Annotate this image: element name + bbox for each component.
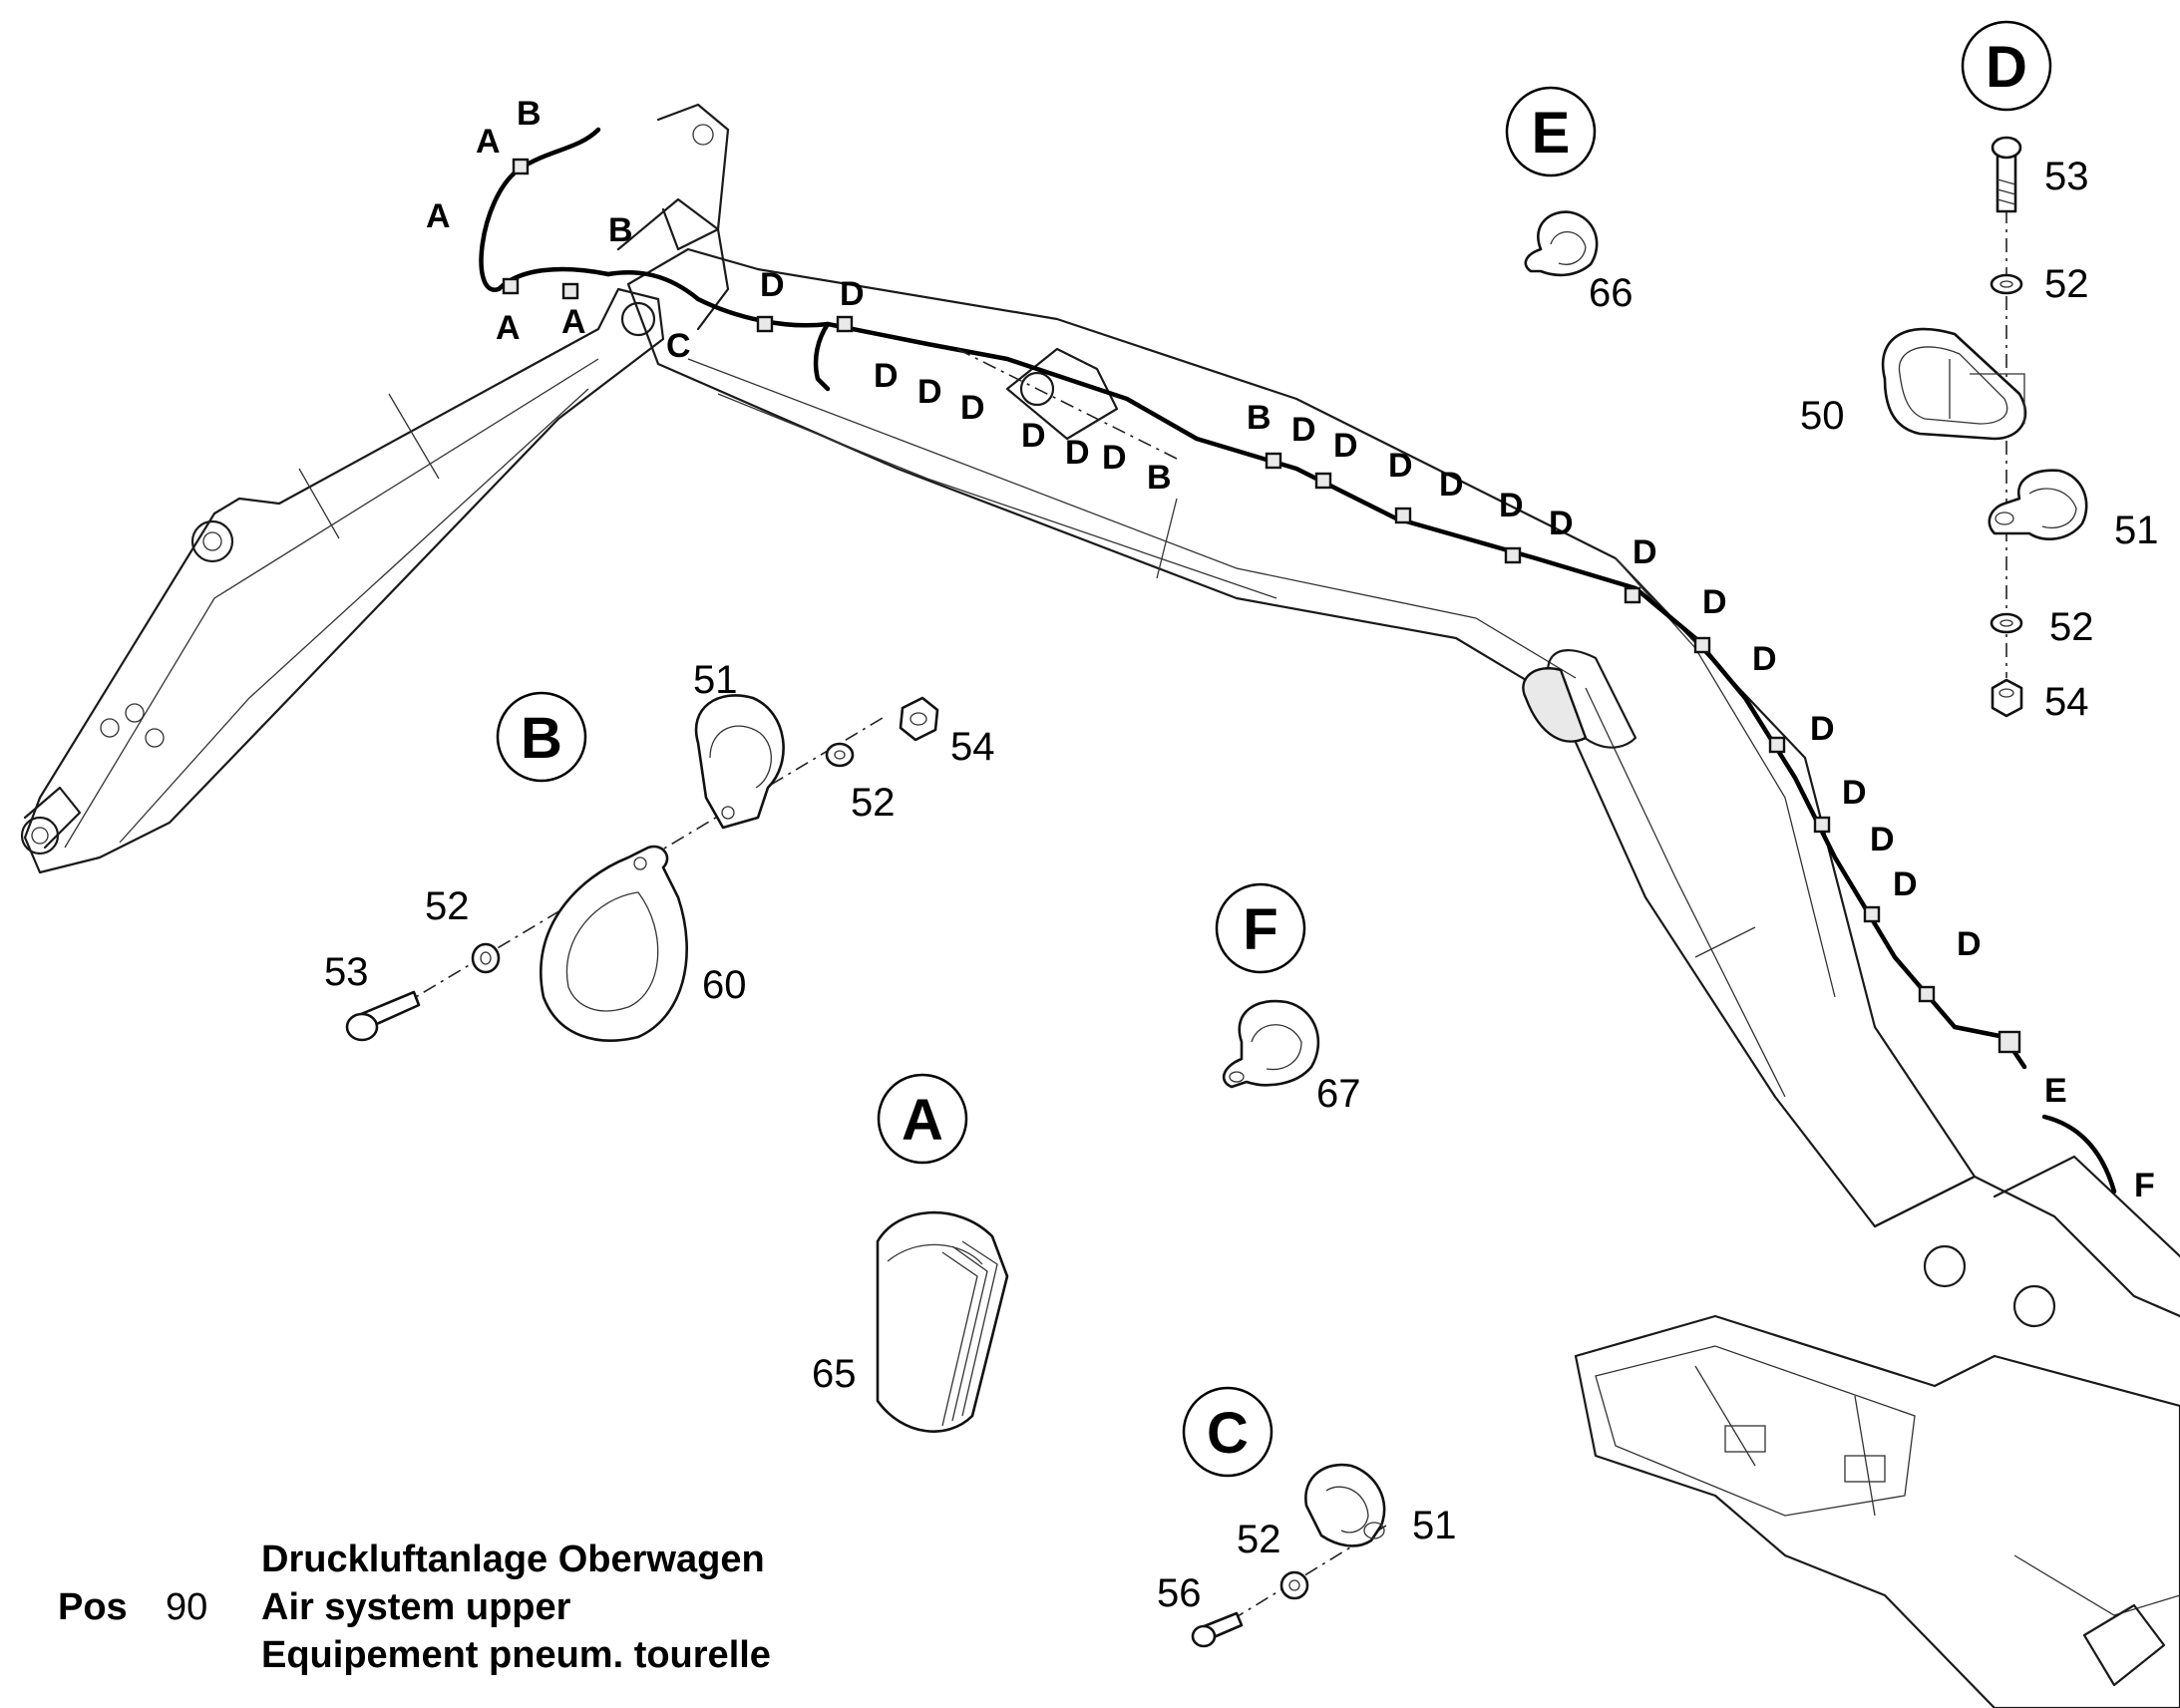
clamp-markers — [502, 158, 2021, 1054]
washer-52-icon — [1279, 1570, 1309, 1600]
tag-f: F — [2134, 1167, 2155, 1204]
clamp-51-icon — [694, 694, 785, 830]
tag-d: D — [1957, 925, 1982, 963]
tag-a: A — [496, 309, 521, 347]
tag-d: D — [1333, 427, 1358, 465]
tag-d: D — [1702, 583, 1727, 621]
upper-frame — [1574, 1155, 2180, 1708]
tag-b: B — [517, 95, 542, 133]
bolt-56-icon — [1191, 1611, 1244, 1648]
clamp-66-icon — [1524, 210, 1599, 277]
detail-d: D 53 52 50 51 — [1800, 20, 2159, 724]
tag-d: D — [874, 357, 899, 395]
detail-c: C 51 52 56 — [1157, 1386, 1457, 1648]
part-52-label: 52 — [2044, 262, 2089, 306]
tag-a: A — [561, 303, 586, 341]
nut-54-icon — [1991, 678, 2023, 718]
detail-e-label: E — [1532, 101, 1571, 166]
detail-d-label: D — [1986, 35, 2027, 100]
tag-e: E — [2044, 1072, 2067, 1110]
detail-c-label: C — [1207, 1401, 1249, 1466]
tag-d: D — [1633, 533, 1657, 571]
tag-b: B — [1147, 459, 1172, 497]
washer-52-icon — [825, 742, 855, 768]
tag-d: D — [1810, 710, 1835, 748]
clamp-60-icon — [540, 845, 688, 1042]
part-53-label: 53 — [324, 950, 369, 994]
grommet-50-icon — [1881, 327, 2027, 441]
strap-65-icon — [876, 1210, 1009, 1433]
part-52-label: 52 — [1237, 1518, 1281, 1561]
part-60-label: 60 — [702, 963, 747, 1007]
tag-c: C — [666, 327, 691, 365]
bolt-53-icon — [1991, 136, 2022, 213]
part-56-label: 56 — [1157, 1571, 1202, 1615]
clamp-67-icon — [1222, 999, 1320, 1089]
part-50-label: 50 — [1800, 394, 1845, 438]
part-51-label: 51 — [2114, 509, 2159, 552]
tag-d: D — [1842, 774, 1867, 812]
part-65-label: 65 — [812, 1352, 857, 1396]
title-french: Equipement pneum. tourelle — [261, 1634, 771, 1676]
pos-number: 90 — [166, 1586, 208, 1628]
arm-structure — [20, 287, 665, 874]
diagram-caption: Pos 90 Druckluftanlage Oberwagen Air sys… — [58, 1536, 771, 1679]
bolt-53-icon — [345, 990, 421, 1042]
part-51-label: 51 — [1412, 1504, 1457, 1547]
tag-b: B — [608, 211, 633, 249]
tag-d: D — [960, 389, 985, 427]
part-52-label: 52 — [2049, 605, 2094, 649]
tag-d: D — [1870, 821, 1895, 858]
nut-54-icon — [899, 696, 939, 742]
tag-d: D — [1893, 865, 1918, 903]
tag-d: D — [1752, 640, 1777, 678]
tag-d: D — [917, 373, 942, 411]
detail-b-label: B — [521, 706, 562, 771]
part-52-label: 52 — [851, 781, 896, 825]
tag-d: D — [1549, 505, 1574, 542]
tag-d: D — [840, 275, 865, 313]
tag-b: B — [1247, 399, 1272, 437]
washer-52-icon — [1990, 273, 2023, 295]
detail-f: F 67 — [1215, 882, 1361, 1116]
detail-b: B 5 — [324, 658, 995, 1042]
part-51-label: 51 — [693, 658, 738, 702]
tag-d: D — [1388, 447, 1413, 485]
tag-d: D — [760, 266, 785, 304]
part-53-label: 53 — [2044, 155, 2089, 198]
tag-d: D — [1102, 439, 1127, 477]
tag-d: D — [1065, 434, 1090, 472]
tag-a: A — [476, 123, 501, 161]
washer-52-icon — [471, 942, 501, 974]
part-54-label: 54 — [950, 725, 995, 769]
boom-tags: A A A A B B B B C D D D D D D D D D D D … — [426, 95, 2155, 1204]
tag-d: D — [1499, 487, 1524, 524]
part-67-label: 67 — [1316, 1072, 1361, 1116]
detail-f-label: F — [1243, 897, 1277, 962]
caption-titles: Druckluftanlage Oberwagen Air system upp… — [261, 1536, 771, 1679]
tag-a: A — [426, 197, 451, 235]
title-german: Druckluftanlage Oberwagen — [261, 1538, 765, 1580]
part-66-label: 66 — [1589, 271, 1634, 315]
tag-d: D — [1439, 466, 1464, 504]
clamp-51-icon — [1304, 1463, 1386, 1547]
detail-a-label: A — [902, 1088, 943, 1153]
tag-d: D — [1291, 411, 1316, 449]
pos-label: Pos — [58, 1586, 128, 1628]
title-english: Air system upper — [261, 1586, 571, 1628]
tag-d: D — [1021, 417, 1046, 455]
detail-a: A 65 — [812, 1073, 1009, 1433]
part-54-label: 54 — [2044, 680, 2089, 724]
part-52-label: 52 — [425, 884, 470, 928]
clamp-51-icon — [1988, 469, 2088, 540]
detail-e: E 66 — [1505, 86, 1634, 315]
washer-52-icon — [1990, 612, 2023, 634]
